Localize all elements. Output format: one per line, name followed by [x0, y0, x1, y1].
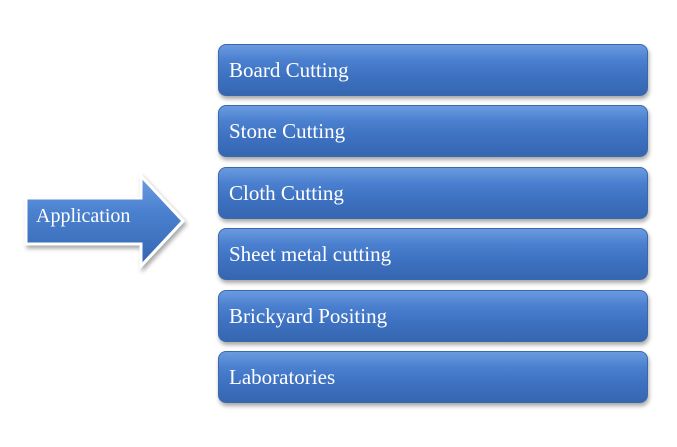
application-item-sheet-metal-cutting: Sheet metal cutting [218, 228, 648, 281]
application-item-cloth-cutting: Cloth Cutting [218, 166, 648, 219]
application-item-label: Cloth Cutting [229, 180, 344, 205]
application-item-label: Sheet metal cutting [229, 242, 392, 267]
application-item-label: Laboratories [229, 364, 336, 389]
arrow-shape [24, 172, 186, 270]
arrow-label: Application [36, 205, 131, 227]
application-item-laboratories: Laboratories [218, 350, 648, 403]
application-item-brickyard-positing: Brickyard Positing [218, 289, 648, 342]
application-item-board-cutting: Board Cutting [218, 44, 648, 96]
application-item-stone-cutting: Stone Cutting [218, 105, 648, 158]
application-item-label: Stone Cutting [229, 119, 346, 144]
application-arrow: Application [22, 172, 188, 272]
application-item-label: Board Cutting [229, 58, 349, 82]
application-list: Board Cutting Stone Cutting Cloth Cuttin… [218, 44, 648, 412]
application-item-label: Brickyard Positing [229, 303, 388, 328]
